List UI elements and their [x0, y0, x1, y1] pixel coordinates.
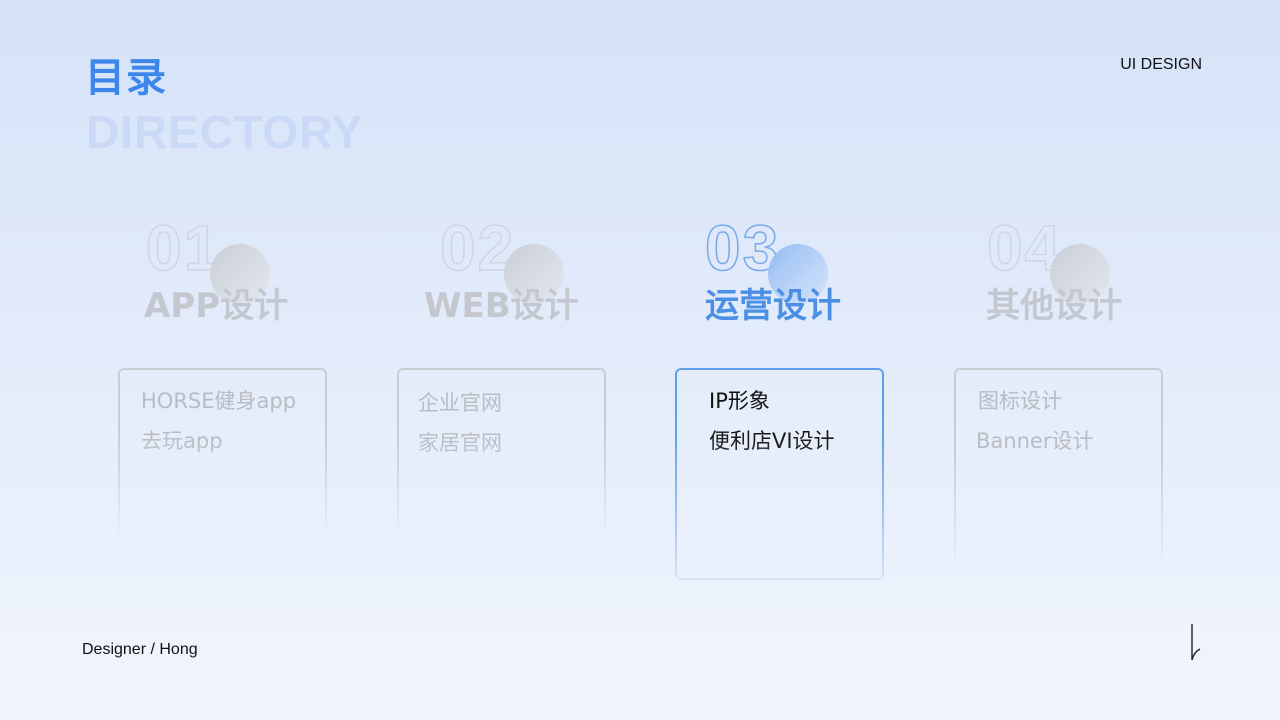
list-item: 家居官网	[418, 431, 502, 455]
section-title: APP设计	[144, 286, 289, 326]
list-item: Banner设计	[976, 429, 1094, 453]
circle-decoration	[1050, 244, 1110, 304]
section-card: 企业官网 家居官网	[397, 368, 606, 538]
section-card: 图标设计 Banner设计	[954, 368, 1163, 573]
section-number: 01	[145, 212, 222, 284]
section-number: 02	[439, 212, 516, 284]
brand-label: UI DESIGN	[1120, 56, 1202, 73]
designer-credit: Designer / Hong	[82, 641, 198, 658]
section-card: IP形象 便利店VI设计	[675, 368, 884, 580]
page-title: 目录	[85, 55, 167, 101]
list-item: 便利店VI设计	[709, 429, 835, 453]
section-title: 其他设计	[986, 286, 1122, 326]
background-word: DIRECTORY	[86, 106, 364, 158]
list-item: IP形象	[709, 389, 770, 413]
signature-icon	[1191, 624, 1201, 661]
section-number: 04	[986, 212, 1063, 284]
circle-decoration	[210, 244, 270, 304]
circle-decoration	[768, 244, 828, 304]
section-number: 03	[704, 212, 781, 284]
section-card: HORSE健身app 去玩app	[118, 368, 327, 538]
list-item: 图标设计	[978, 389, 1062, 413]
list-item: 去玩app	[141, 429, 223, 453]
list-item: 企业官网	[418, 391, 502, 415]
section-title: 运营设计	[705, 286, 841, 326]
list-item: HORSE健身app	[141, 389, 297, 413]
section-title: WEB设计	[424, 286, 579, 326]
circle-decoration	[504, 244, 564, 304]
